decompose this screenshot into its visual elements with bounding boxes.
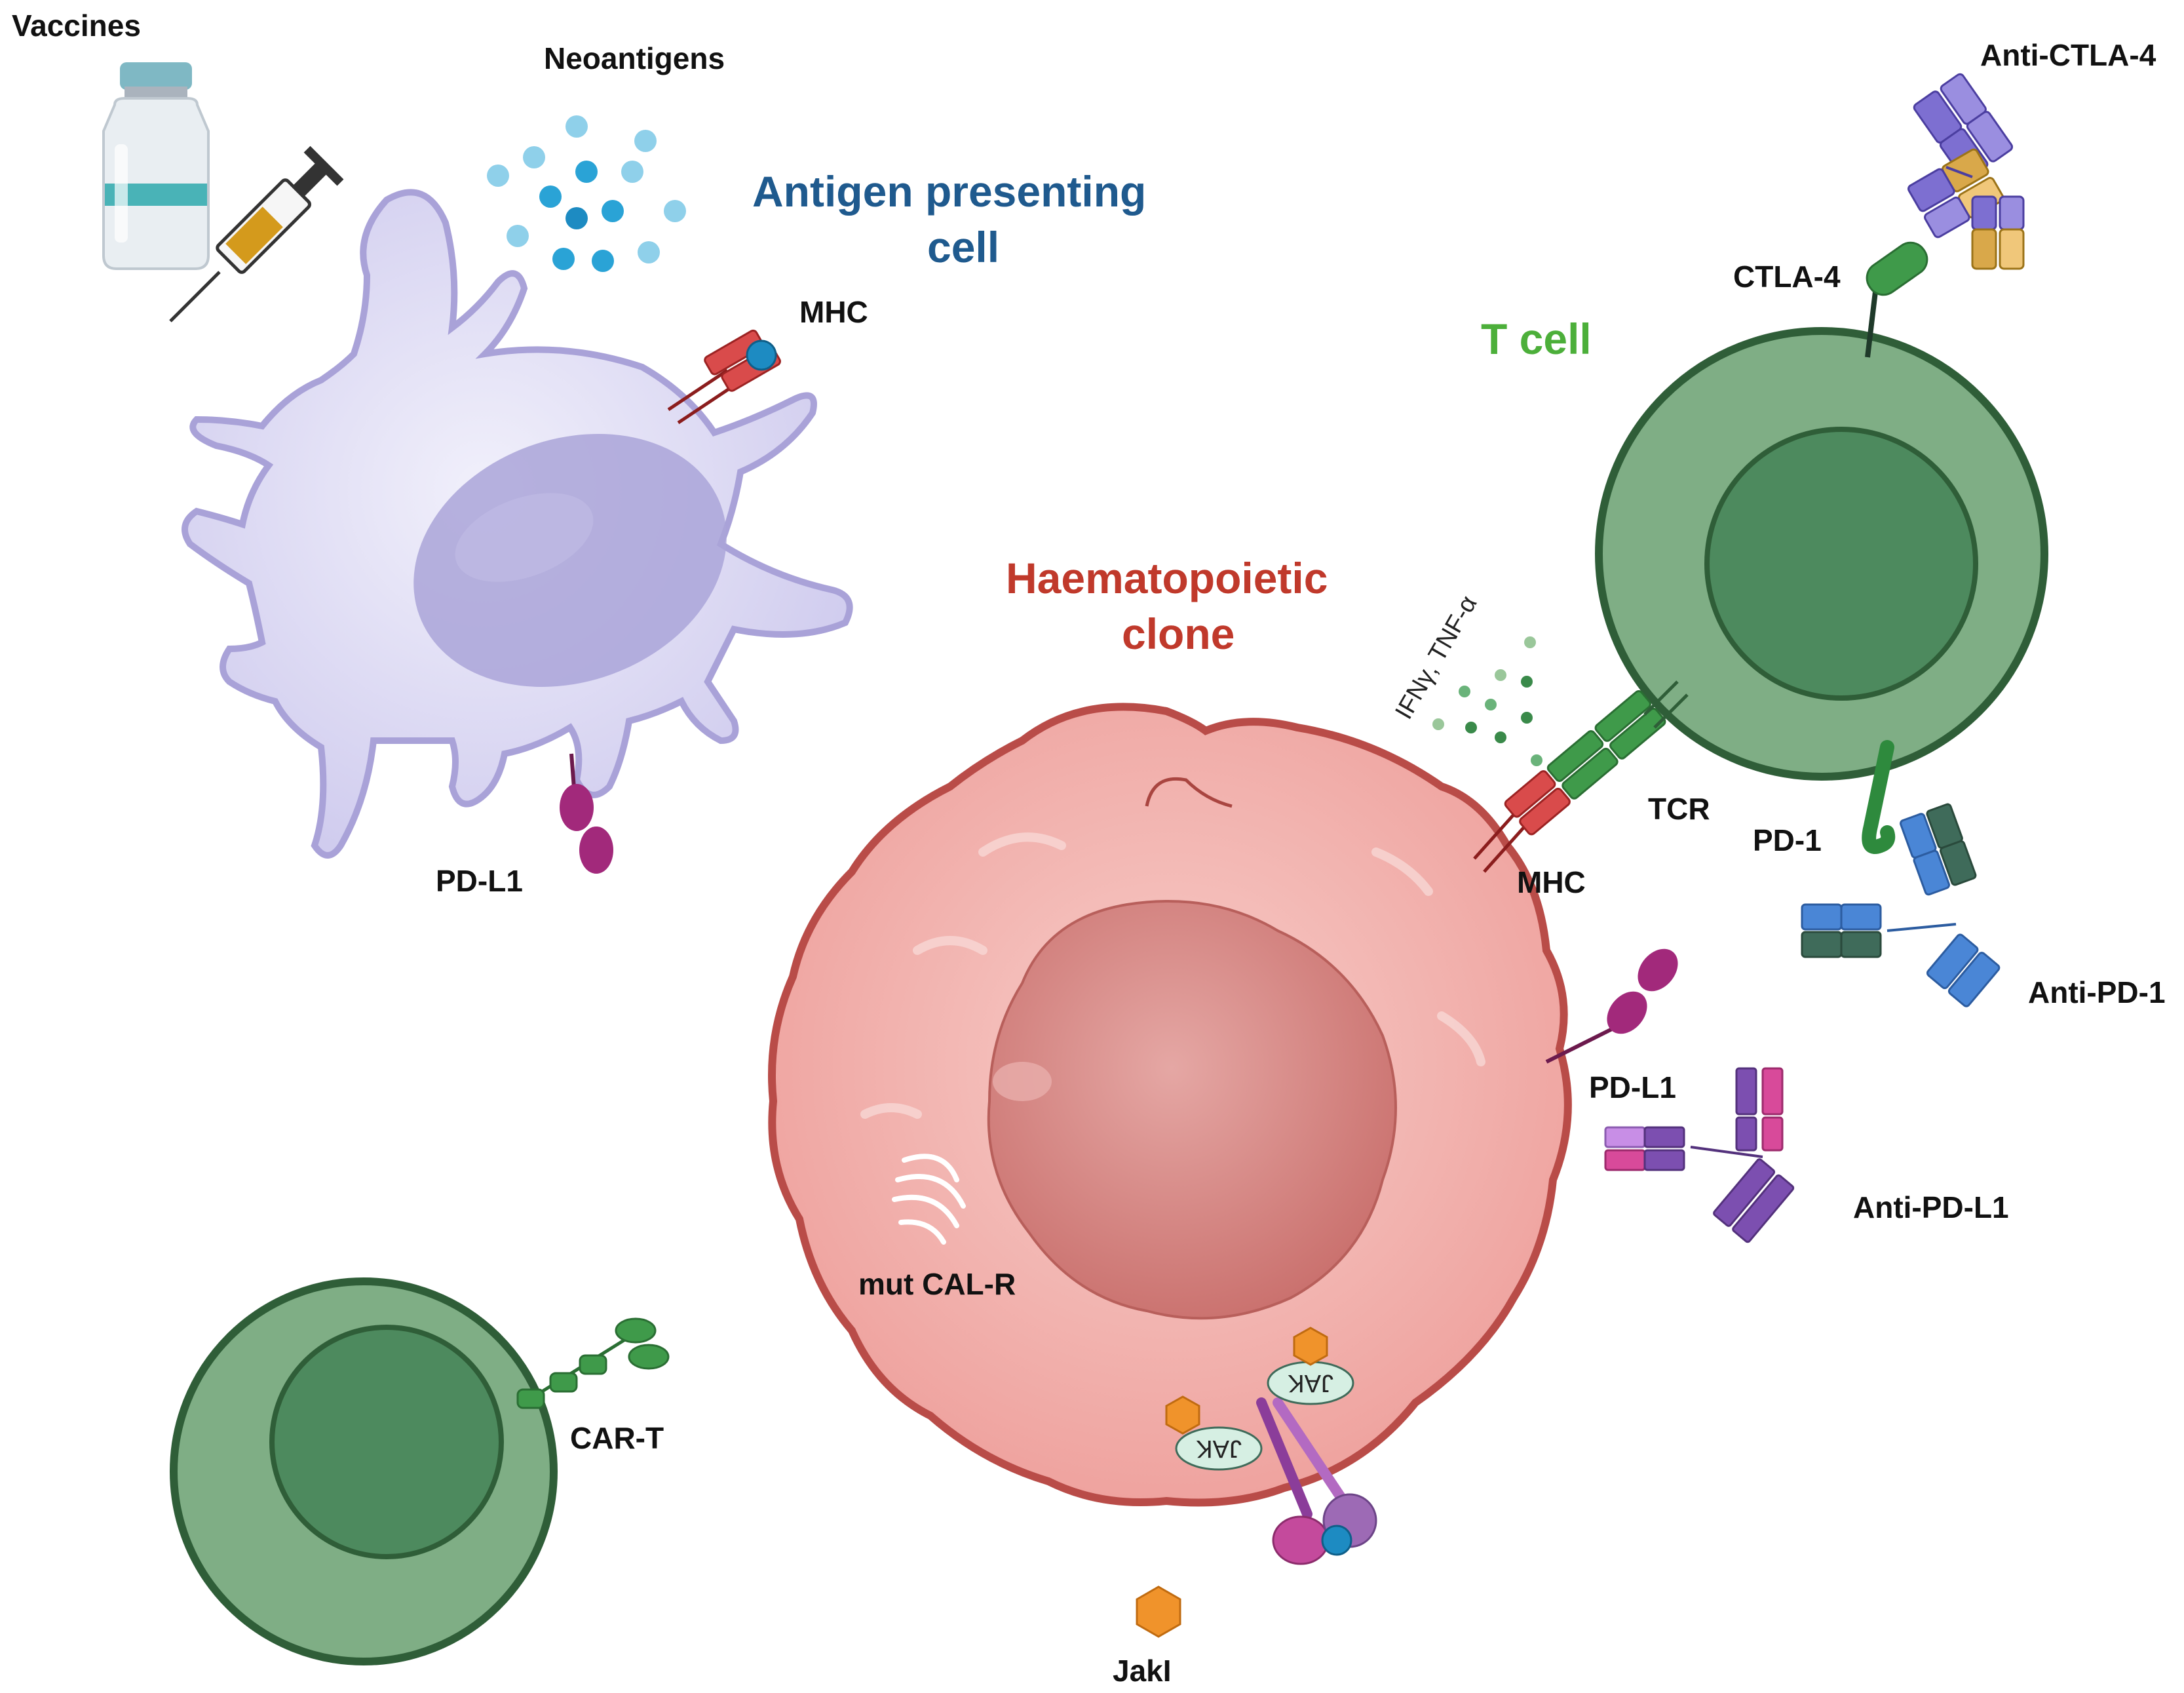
jak-inhibitor-bound-left-icon	[1165, 1395, 1200, 1435]
clone-nucleus	[987, 900, 1397, 1320]
antigen-presenting-cell	[182, 189, 853, 859]
neoantigens-label: Neoantigens	[544, 41, 725, 75]
neoantigen-particles-icon	[487, 115, 686, 272]
t-cell	[1595, 327, 2048, 781]
anti-pd1-label: Anti-PD-1	[2028, 975, 2166, 1009]
t-cell-title: T cell	[1481, 315, 1592, 363]
mhc-apc-label: MHC	[799, 295, 868, 329]
jak-label-right: JAK	[1288, 1369, 1333, 1397]
car-t-cell	[170, 1277, 558, 1665]
ctla4-receptor-icon	[1865, 241, 1928, 358]
vaccine-vial-icon	[102, 62, 210, 270]
mut-calr-label: mut CAL-R	[858, 1267, 1016, 1301]
jak-inhibitor-bound-right-icon	[1293, 1327, 1328, 1366]
pd1-label: PD-1	[1753, 823, 1822, 857]
jak-protein-right: JAK	[1267, 1361, 1354, 1405]
anti-pdl1-label: Anti-PD-L1	[1853, 1190, 2009, 1224]
tcr-mhc-synapse-icon	[1473, 680, 1689, 873]
car-t-label: CAR-T	[570, 1421, 664, 1455]
clone-title-line1: Haematopoietic	[1006, 554, 1328, 602]
vaccines-label: Vaccines	[12, 9, 141, 43]
apc-title-line2: cell	[927, 223, 999, 271]
mut-calr-icon	[892, 1154, 966, 1245]
apc-nucleus	[413, 434, 727, 687]
mhc-clone-label: MHC	[1517, 865, 1586, 899]
anti-pdl1-antibody-icon	[1604, 1067, 1795, 1243]
jak-receptor-complex-icon: JAK JAK	[1165, 1327, 1377, 1565]
jaki-label: JakI	[1113, 1654, 1172, 1688]
tcr-label: TCR	[1648, 792, 1710, 826]
clone-title-line2: clone	[1122, 610, 1235, 658]
jak-protein-left: JAK	[1175, 1426, 1263, 1471]
cytokines-label: IFNγ, TNF-α	[1390, 591, 1482, 724]
apc-title-line1: Antigen presenting	[752, 167, 1146, 216]
pdl1-clone-icon	[1545, 948, 1678, 1064]
ctla4-label: CTLA-4	[1733, 260, 1841, 294]
pdl1-apc-label: PD-L1	[436, 864, 523, 898]
pd1-receptor-icon	[1862, 740, 1896, 854]
haematopoietic-clone-cell	[768, 703, 1572, 1507]
cytokines-icon	[1432, 636, 1542, 766]
jak-label-left: JAK	[1196, 1435, 1242, 1462]
syringe-icon	[169, 146, 344, 322]
pdl1-clone-label: PD-L1	[1589, 1070, 1676, 1104]
anti-pd1-antibody-icon	[1801, 803, 2001, 1007]
anti-ctla4-antibody-icon	[1907, 73, 2025, 270]
anti-ctla4-label: Anti-CTLA-4	[1980, 38, 2156, 72]
jak-inhibitor-icon	[1136, 1586, 1181, 1638]
pdl1-apc-icon	[560, 753, 613, 874]
mhc-receptor-apc-icon	[667, 329, 781, 425]
car-receptor-icon	[516, 1317, 670, 1409]
